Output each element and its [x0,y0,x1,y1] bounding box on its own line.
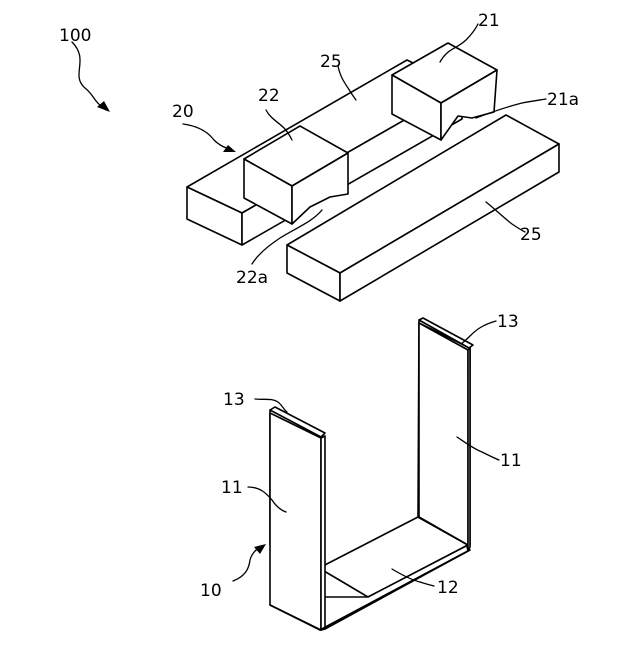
label-25-front: 25 [520,225,542,245]
label-21a: 21a [547,90,579,110]
label-13-right: 13 [497,312,519,332]
label-20: 20 [172,102,194,122]
label-12: 12 [437,578,459,598]
side-wall-left [270,413,321,630]
label-100: 100 [59,26,91,46]
label-21: 21 [478,11,500,31]
label-13-left: 13 [223,390,245,410]
core-assembly [187,43,559,301]
label-22a: 22a [236,268,268,288]
label-11-left: 11 [221,478,243,498]
label-25-back: 25 [320,52,342,72]
label-11-right: 11 [500,451,522,471]
label-22: 22 [258,86,280,106]
label-10: 10 [200,581,222,601]
